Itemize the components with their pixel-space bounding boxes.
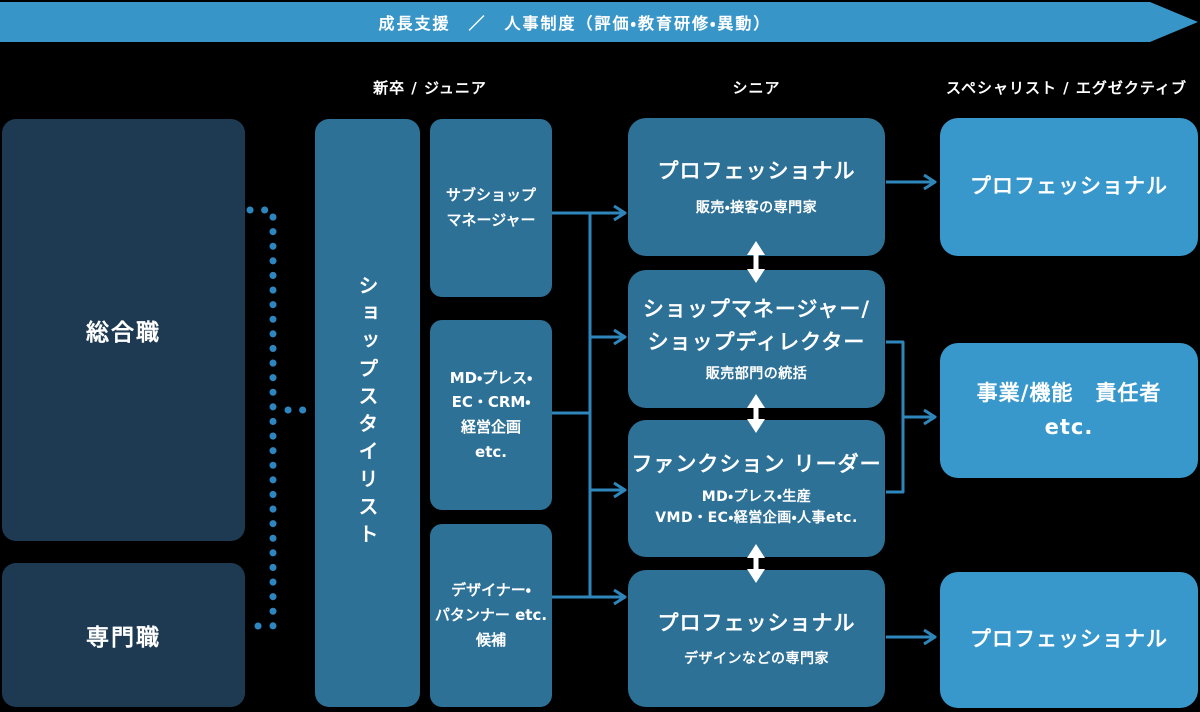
- column-header-senior: シニア: [732, 78, 781, 97]
- professional-sales-subtitle: 販売・接客の専門家: [695, 199, 818, 216]
- arrowhead-into-executive-bottom-icon: [923, 628, 937, 646]
- professional-sales-title: プロフェッショナル: [657, 159, 856, 184]
- business-function-lead-label: 事業/機能 責任者 etc.: [976, 380, 1162, 439]
- function-leader-title: ファンクション リーダー: [631, 451, 882, 476]
- track-senmon-box: 専門職: [2, 563, 245, 707]
- bracket-manager-functionleader: [886, 340, 905, 494]
- designer-patternmaker-box: デザイナー・ パタンナー etc. 候補: [430, 524, 552, 707]
- shop-manager-subtitle: 販売部門の統括: [705, 366, 808, 383]
- banner: 成長支援 ／ 人事制度（評価・教育研修・異動）: [0, 2, 1150, 42]
- executive-professional-top-box: プロフェッショナル: [940, 118, 1198, 256]
- track-senmon-label: 専門職: [86, 625, 161, 651]
- arrowhead-into-professional-design-icon: [613, 588, 627, 606]
- professional-sales-box: プロフェッショナル 販売・接客の専門家: [628, 118, 885, 256]
- shop-stylist-box: ショップスタイリスト: [315, 119, 420, 707]
- arrowhead-into-function-leader-icon: [613, 481, 627, 499]
- business-function-lead-box: 事業/機能 責任者 etc.: [940, 343, 1198, 478]
- professional-design-title: プロフェッショナル: [657, 610, 856, 635]
- banner-label: 成長支援 ／ 人事制度（評価・教育研修・異動）: [378, 14, 772, 33]
- executive-professional-bottom-box: プロフェッショナル: [940, 572, 1198, 708]
- banner-arrow-tip-icon: [1150, 2, 1198, 42]
- arrowhead-into-executive-top-icon: [923, 173, 937, 191]
- professional-design-subtitle: デザインなどの専門家: [684, 651, 829, 668]
- shop-manager-box: ショップマネージャー/ ショップディレクター 販売部門の統括: [628, 270, 885, 408]
- column-header-junior: 新卒 / ジュニア: [373, 78, 487, 97]
- designer-patternmaker-label: デザイナー・ パタンナー etc. 候補: [434, 581, 548, 649]
- arrowhead-into-business-lead-icon: [923, 408, 937, 426]
- track-sogo-label: 総合職: [86, 320, 161, 346]
- function-leader-box: ファンクション リーダー MD・プレス・生産 VMD・EC・経営企画・人事etc…: [628, 420, 885, 557]
- professional-design-box: プロフェッショナル デザインなどの専門家: [628, 570, 885, 707]
- sub-shop-manager-label: サブショップ マネージャー: [445, 186, 536, 229]
- sub-shop-manager-box: サブショップ マネージャー: [430, 119, 552, 297]
- function-leader-subtitle: MD・プレス・生産 VMD・EC・経営企画・人事etc.: [655, 489, 858, 527]
- shop-stylist-label: ショップスタイリスト: [355, 275, 379, 551]
- arrowhead-into-professional-sales-icon: [613, 204, 627, 222]
- executive-professional-bottom-label: プロフェッショナル: [970, 627, 1168, 652]
- md-press-box: MD・プレス・ EC・CRM・ 経営企画 etc.: [430, 320, 552, 510]
- arrowhead-into-shop-manager-icon: [613, 328, 627, 346]
- column-header-executive: スペシャリスト / エグゼクティブ: [946, 78, 1187, 97]
- executive-professional-top-label: プロフェッショナル: [970, 174, 1168, 199]
- md-press-label: MD・プレス・ EC・CRM・ 経営企画 etc.: [449, 368, 533, 461]
- shop-manager-title: ショップマネージャー/ ショップディレクター: [642, 296, 871, 354]
- track-sogo-box: 総合職: [2, 119, 245, 541]
